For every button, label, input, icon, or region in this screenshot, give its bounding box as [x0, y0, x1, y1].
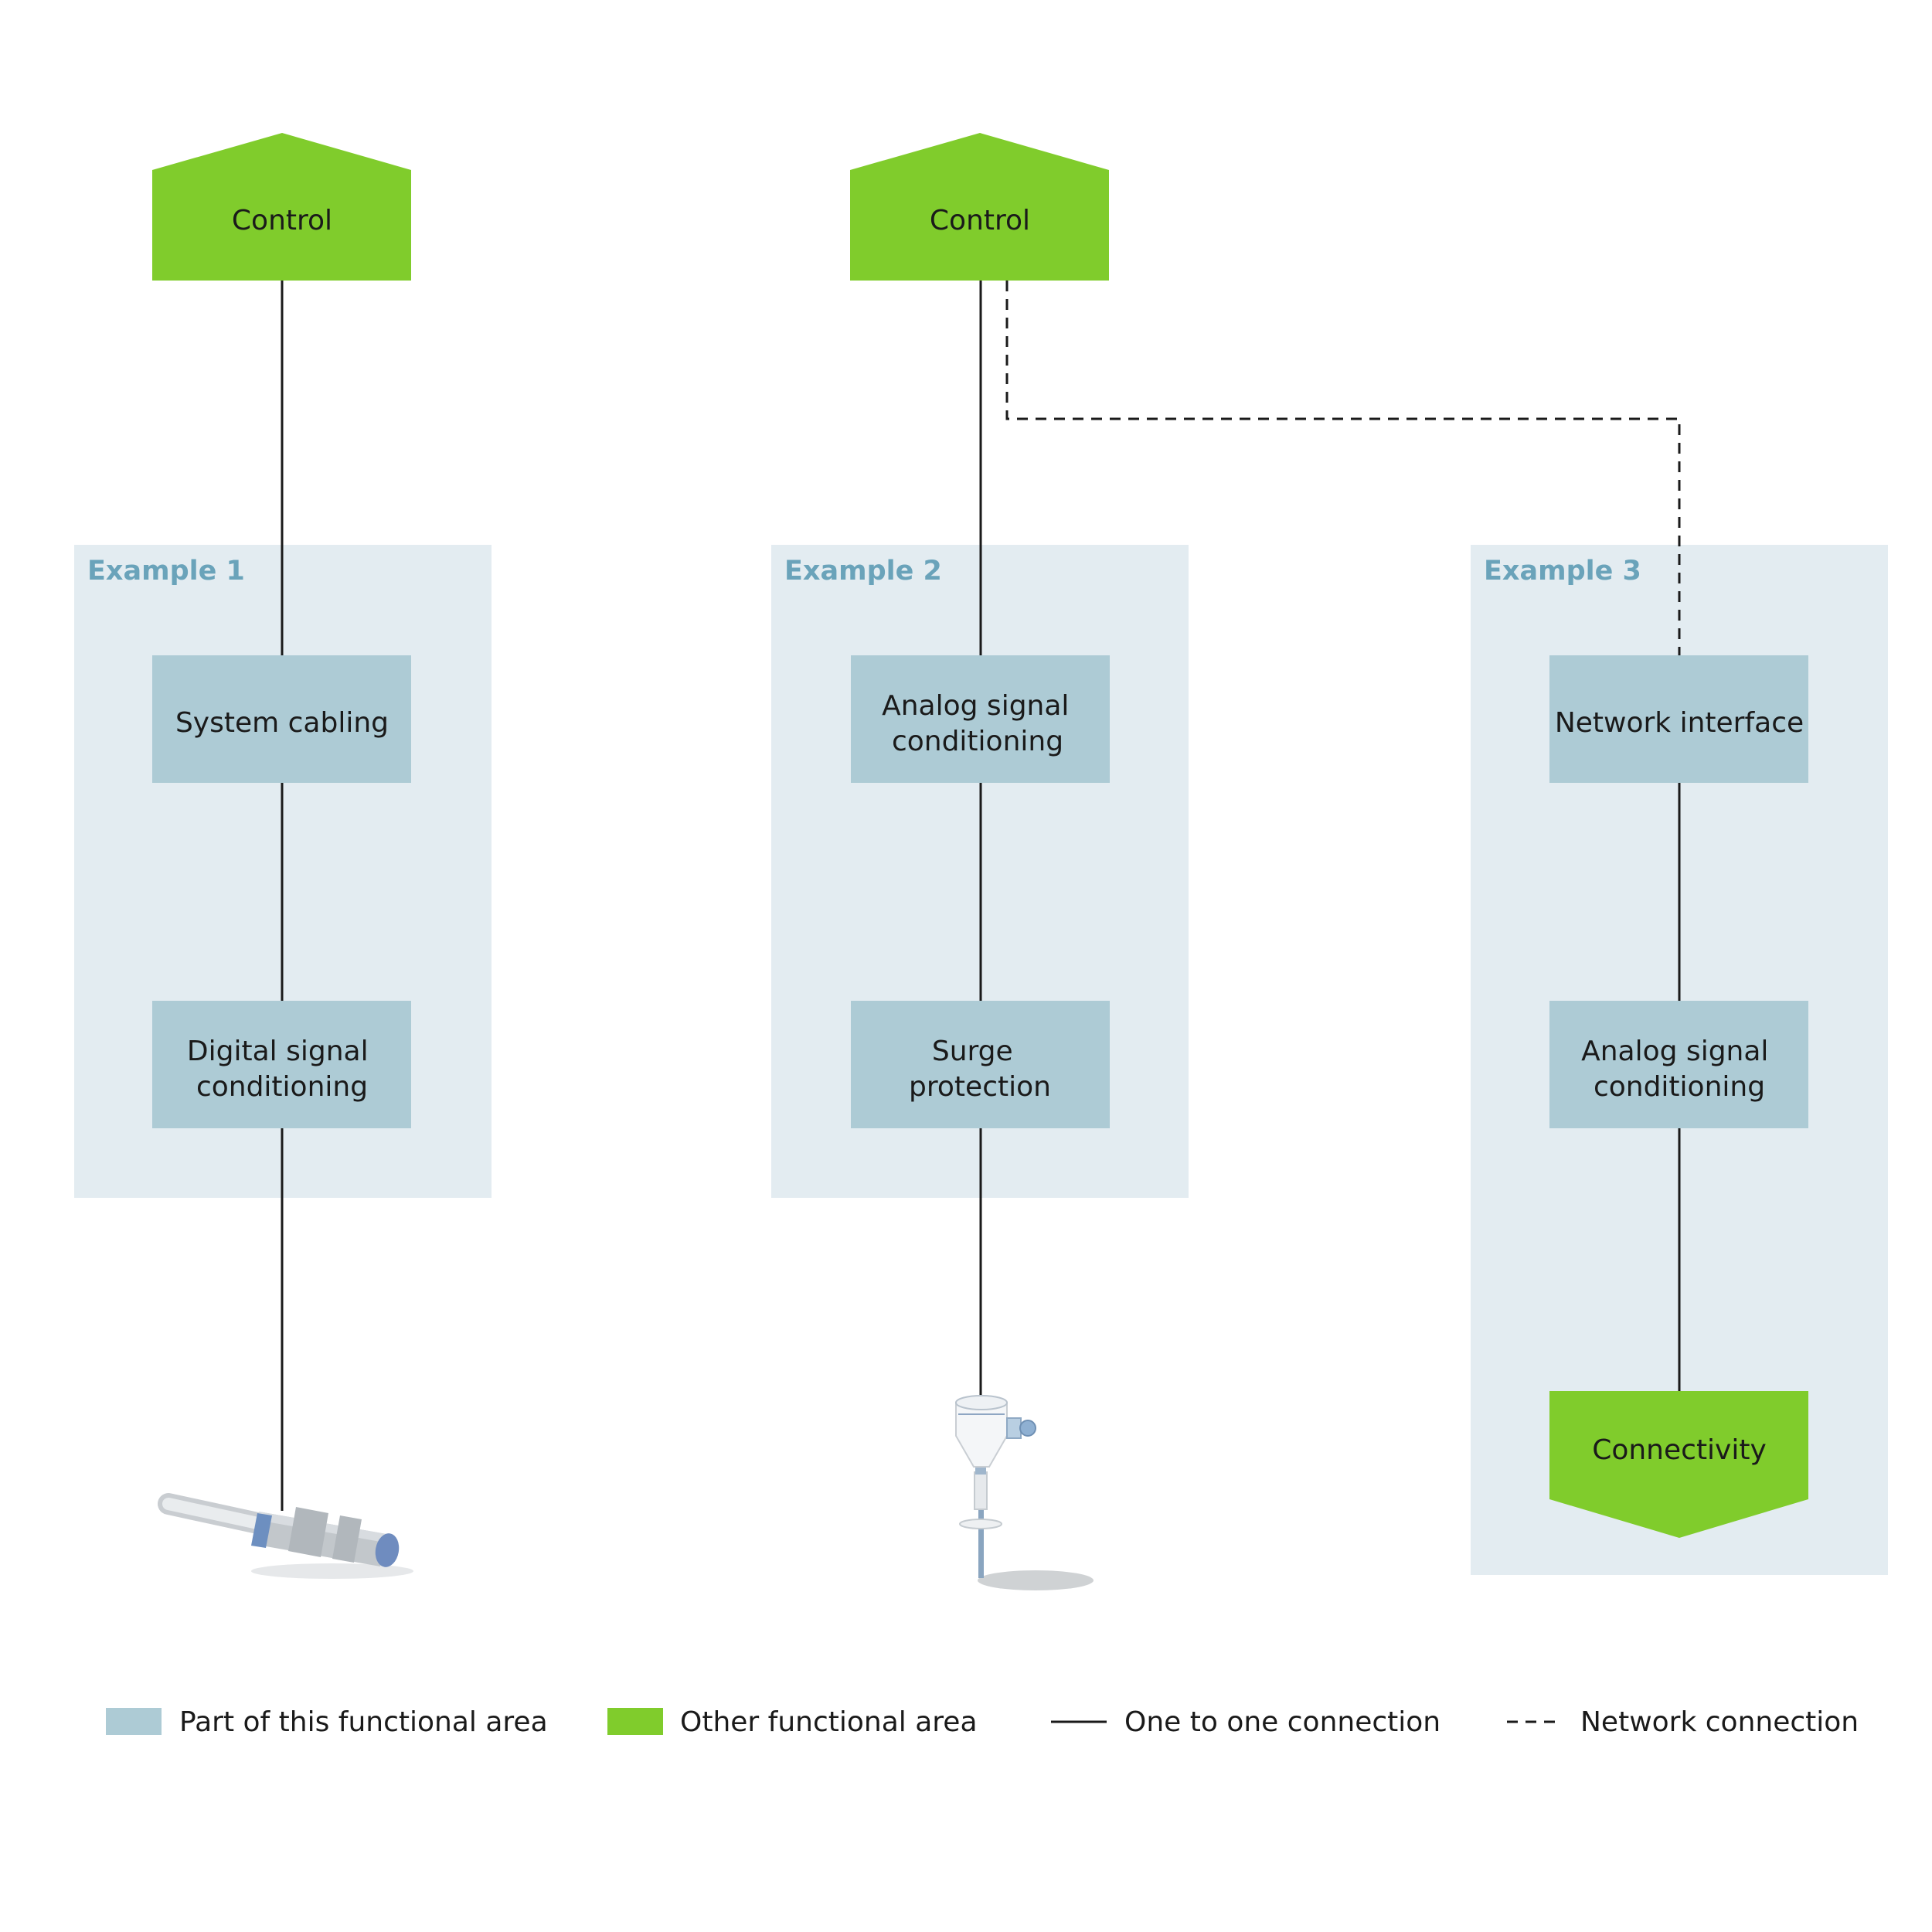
- legend-one-to-one-label: One to one connection: [1124, 1706, 1440, 1738]
- analog-signal-conditioning-box: [851, 655, 1110, 783]
- control-node-1: [152, 133, 411, 281]
- legend-functional-area-label: Part of this functional area: [179, 1706, 548, 1738]
- surge-protection-label: Surge protection: [909, 1036, 1051, 1103]
- inductive-proximity-sensor-icon: [158, 1493, 413, 1579]
- label-line: Analog signal: [882, 690, 1069, 722]
- level-transmitter-icon: [955, 1395, 1094, 1590]
- system-cabling-label: System cabling: [175, 707, 389, 739]
- network-interface-box: [1549, 655, 1808, 783]
- network-interface-label: Network interface: [1555, 707, 1804, 739]
- analog-signal-conditioning-label-3: Analog signal conditioning: [1581, 1036, 1777, 1103]
- connectivity-label: Connectivity: [1592, 1434, 1767, 1466]
- label-line: conditioning: [892, 726, 1063, 757]
- system-cabling-box: [152, 655, 411, 783]
- label-line: Surge: [932, 1036, 1013, 1067]
- network-connection-line: [1005, 281, 1681, 655]
- example-3-title: Example 3: [1484, 556, 1641, 587]
- control-node-2: [850, 133, 1109, 281]
- legend-functional-area-swatch: [106, 1708, 162, 1735]
- analog-signal-conditioning-box-3: [1549, 1001, 1808, 1128]
- label-line: conditioning: [1594, 1071, 1765, 1103]
- legend-network-label: Network connection: [1580, 1706, 1859, 1738]
- digital-signal-conditioning-box: [152, 1001, 411, 1128]
- connectivity-node: [1549, 1391, 1808, 1538]
- label-line: conditioning: [196, 1071, 368, 1103]
- surge-protection-box: [851, 1001, 1110, 1128]
- legend-other-area-swatch: [607, 1708, 663, 1735]
- control-label-2: Control: [930, 205, 1030, 236]
- label-line: Digital signal: [187, 1036, 369, 1067]
- example-2-title: Example 2: [784, 556, 942, 587]
- analog-signal-conditioning-label: Analog signal conditioning: [882, 690, 1078, 757]
- example-1-title: Example 1: [87, 556, 245, 587]
- label-line: protection: [909, 1071, 1051, 1103]
- digital-signal-conditioning-label: Digital signal conditioning: [187, 1036, 377, 1103]
- label-line: Analog signal: [1581, 1036, 1768, 1067]
- legend-other-area-label: Other functional area: [680, 1706, 978, 1738]
- control-label-1: Control: [232, 205, 332, 236]
